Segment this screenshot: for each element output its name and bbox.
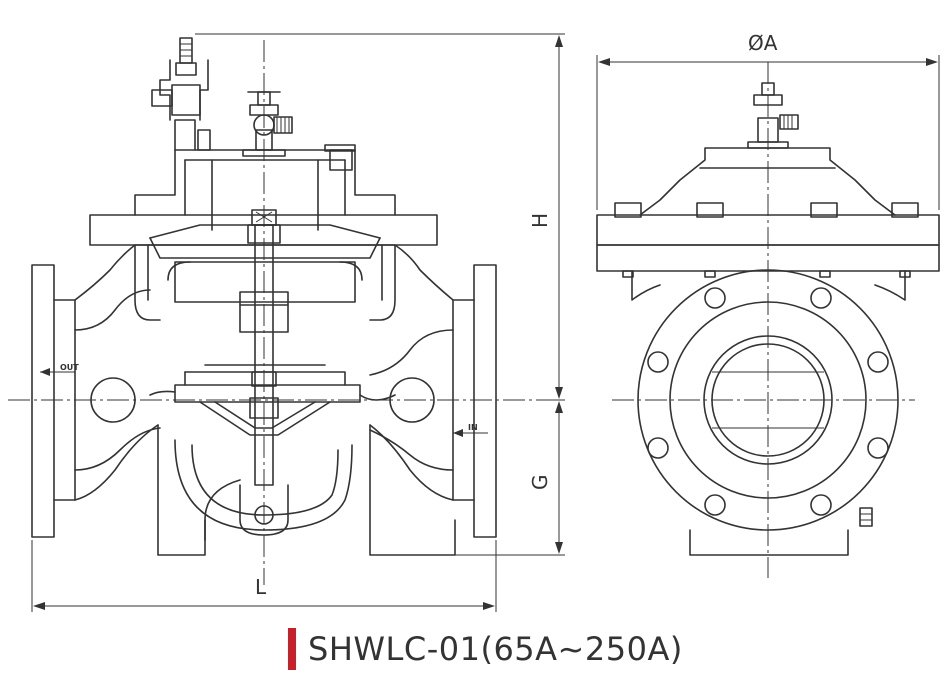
dim-label-height: H <box>528 213 552 228</box>
dim-label-diameter: ØA <box>748 31 778 55</box>
dim-label-length: L <box>255 575 267 599</box>
front-view <box>596 82 940 556</box>
dimension-lines <box>31 33 940 612</box>
inlet-label: IN <box>468 423 478 432</box>
accent-bar <box>288 628 296 670</box>
outlet-label: OUT <box>60 363 79 372</box>
side-section-view: OUT IN <box>31 37 497 556</box>
model-name: SHWLC-01(65A~250A) <box>308 630 683 668</box>
dim-label-bottom-height: G <box>528 475 552 491</box>
center-lines <box>8 40 915 585</box>
model-caption: SHWLC-01(65A~250A) <box>288 626 683 672</box>
